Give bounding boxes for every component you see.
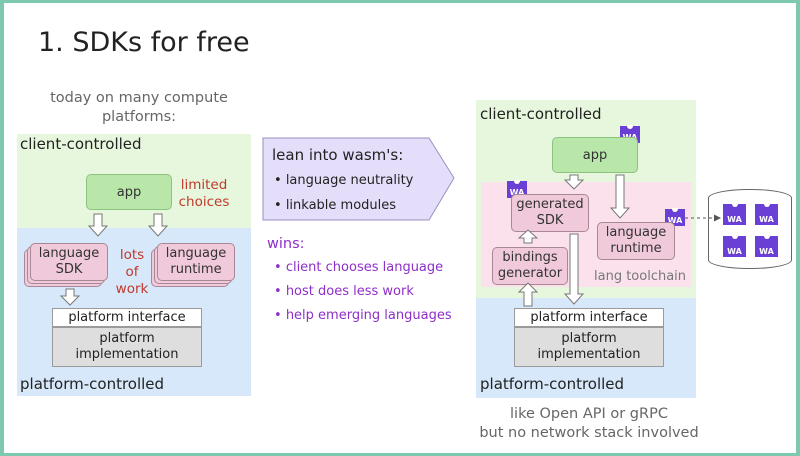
gen-line2: SDK — [536, 213, 564, 228]
slide-title: 1. SDKs for free — [38, 27, 250, 58]
lean-into-wasm-arrow-shape — [262, 137, 455, 221]
lots-line1: lots — [119, 247, 145, 263]
left-caption-line1: today on many compute — [50, 90, 228, 106]
slide: { "title": "1. SDKs for free", "left": {… — [4, 3, 796, 453]
lean-title: lean into wasm's: — [272, 146, 404, 164]
left-runtime-line2: runtime — [170, 262, 222, 277]
lots-line3: work — [115, 281, 149, 297]
arrow-interface-to-bindings — [517, 282, 539, 307]
lean-list: • language neutrality • linkable modules — [274, 173, 413, 219]
gen-line1: generated — [516, 197, 584, 212]
lots-of-work-note: lots of work — [114, 247, 150, 298]
wa-icon: WA — [507, 180, 527, 198]
arrow-sdk-to-interface-right — [563, 233, 585, 305]
generated-sdk-box: generated SDK — [511, 194, 589, 232]
arrow-sdk-to-interface — [59, 288, 81, 306]
lean-item: • linkable modules — [274, 198, 397, 213]
lang-toolchain-label: lang toolchain — [594, 269, 687, 284]
right-runtime-line1: language — [605, 225, 667, 240]
right-platform-implementation: platform implementation — [514, 327, 664, 367]
wins-item: • host does less work — [274, 284, 414, 299]
right-language-runtime-box: language runtime — [597, 222, 675, 260]
right-platform-interface: platform interface — [514, 308, 664, 327]
lean-item: • language neutrality — [274, 173, 414, 188]
wins-item: • help emerging languages — [274, 308, 452, 323]
left-impl-line2: implementation — [75, 347, 179, 362]
footer-line2: but no network stack involved — [479, 425, 699, 441]
wins-title: wins: — [267, 236, 305, 252]
left-platform-interface: platform interface — [52, 308, 202, 327]
left-runtime-line1: language — [165, 246, 227, 261]
arrow-app-to-generated-sdk — [563, 174, 585, 190]
limited-choices-note: limited choices — [172, 177, 236, 211]
wins-list: • client chooses language • host does le… — [274, 260, 452, 329]
right-impl-line1: platform — [561, 331, 617, 346]
limited-line2: choices — [178, 194, 230, 210]
right-client-label: client-controlled — [480, 105, 602, 123]
wa-icon: WA — [665, 208, 685, 226]
left-sdk-line2: SDK — [55, 262, 83, 277]
arrows-svg — [59, 174, 721, 307]
wa-icon: WA — [755, 235, 778, 257]
left-caption: today on many compute platforms: — [24, 89, 254, 127]
wa-icon: WA — [723, 235, 746, 257]
left-sdk-line1: language — [38, 246, 100, 261]
left-client-label: client-controlled — [20, 135, 142, 153]
wins-item: • client chooses language — [274, 260, 444, 275]
wasm-module-store — [708, 189, 792, 269]
language-sdk-box: language SDK — [30, 243, 108, 281]
limited-line1: limited — [180, 177, 228, 193]
lots-line2: of — [125, 264, 139, 280]
arrow-app-to-runtime — [147, 213, 169, 237]
bind-line1: bindings — [502, 250, 558, 265]
arrow-app-to-right-runtime — [609, 174, 631, 219]
left-caption-line2: platforms: — [101, 109, 177, 125]
middle-arrow-svg — [262, 137, 455, 221]
bind-line2: generator — [497, 266, 563, 281]
right-runtime-line2: runtime — [610, 241, 662, 256]
arrow-app-to-sdk — [87, 213, 109, 237]
wa-icon: WA — [723, 203, 746, 225]
footer-line1: like Open API or gRPC — [510, 406, 668, 422]
right-platform-label: platform-controlled — [480, 375, 625, 393]
right-impl-line2: implementation — [537, 347, 641, 362]
right-footer-caption: like Open API or gRPC but no network sta… — [454, 405, 724, 443]
wa-icon: WA — [755, 203, 778, 225]
left-platform-implementation: platform implementation — [52, 327, 202, 367]
arrow-bindings-to-sdk — [517, 229, 539, 244]
left-app-box: app — [86, 174, 172, 210]
left-impl-line1: platform — [99, 331, 155, 346]
left-platform-label: platform-controlled — [20, 375, 165, 393]
right-app-box: app — [552, 137, 638, 173]
language-runtime-box: language runtime — [157, 243, 235, 281]
